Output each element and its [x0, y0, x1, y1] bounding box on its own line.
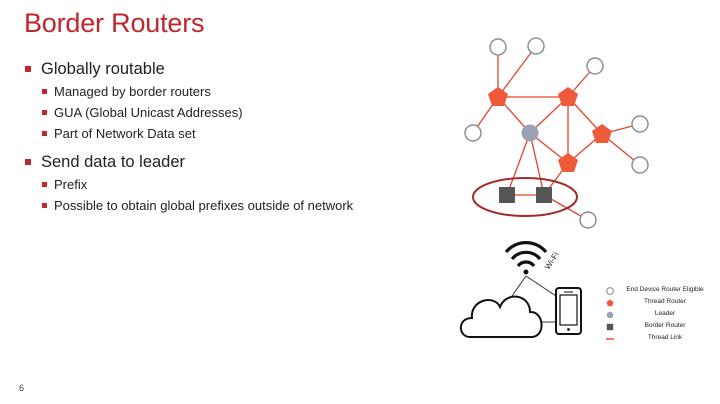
legend-item: Thread Link [605, 333, 717, 345]
legend-label: End Device Router Eligible [626, 286, 704, 293]
end-device-node [631, 156, 649, 174]
slide-title: Border Routers [24, 8, 205, 38]
gray-circle-icon [606, 311, 614, 319]
bullet-send-data: Send data to leader [24, 151, 444, 175]
end-device-node [464, 124, 482, 142]
border-router-node [499, 187, 515, 203]
end-device-node [527, 37, 545, 55]
page-number: 6 [19, 383, 25, 393]
phone-icon [555, 287, 582, 335]
thread-router-node [558, 153, 578, 172]
sub-bullet-global-prefixes: Possible to obtain global prefixes outsi… [24, 196, 444, 217]
legend-item: End Device Router Eligible [605, 285, 717, 297]
sub-bullet-network-data: Part of Network Data set [24, 124, 444, 145]
bullet-globally-routable: Globally routable [24, 58, 444, 82]
dark-square-icon [606, 323, 614, 331]
end-device-nodes [464, 37, 649, 229]
thread-router-node [558, 87, 578, 106]
thread-router-node [592, 124, 612, 143]
open-circle-icon [606, 287, 614, 295]
thread-router-nodes [488, 87, 612, 172]
legend-label: Border Router [644, 322, 686, 329]
legend-label: Thread Router [644, 298, 686, 305]
legend: End Device Router Eligible Thread Router… [605, 285, 717, 345]
wifi-label: Wi-Fi [543, 250, 561, 271]
thread-links [472, 45, 641, 221]
end-device-node [631, 115, 649, 133]
legend-item: Leader [605, 309, 717, 321]
sub-bullet-managed: Managed by border routers [24, 82, 444, 103]
orange-pentagon-icon [606, 299, 614, 307]
leader-node [521, 124, 539, 142]
end-device-node [579, 211, 597, 229]
thread-router-node [488, 87, 508, 106]
border-router-highlight [472, 177, 578, 217]
sub-bullet-prefix: Prefix [24, 175, 444, 196]
bullet-list: Globally routable Managed by border rout… [24, 58, 444, 217]
wifi-icon [504, 241, 548, 275]
end-device-node [489, 38, 507, 56]
legend-label: Leader [654, 310, 676, 317]
legend-label: Thread Link [647, 334, 683, 341]
cloud-icon [459, 295, 543, 338]
red-line-icon [606, 338, 614, 340]
legend-item: Thread Router [605, 297, 717, 309]
border-router-node [536, 187, 552, 203]
end-device-node [586, 57, 604, 75]
sub-bullet-gua: GUA (Global Unicast Addresses) [24, 103, 444, 124]
legend-item: Border Router [605, 321, 717, 333]
